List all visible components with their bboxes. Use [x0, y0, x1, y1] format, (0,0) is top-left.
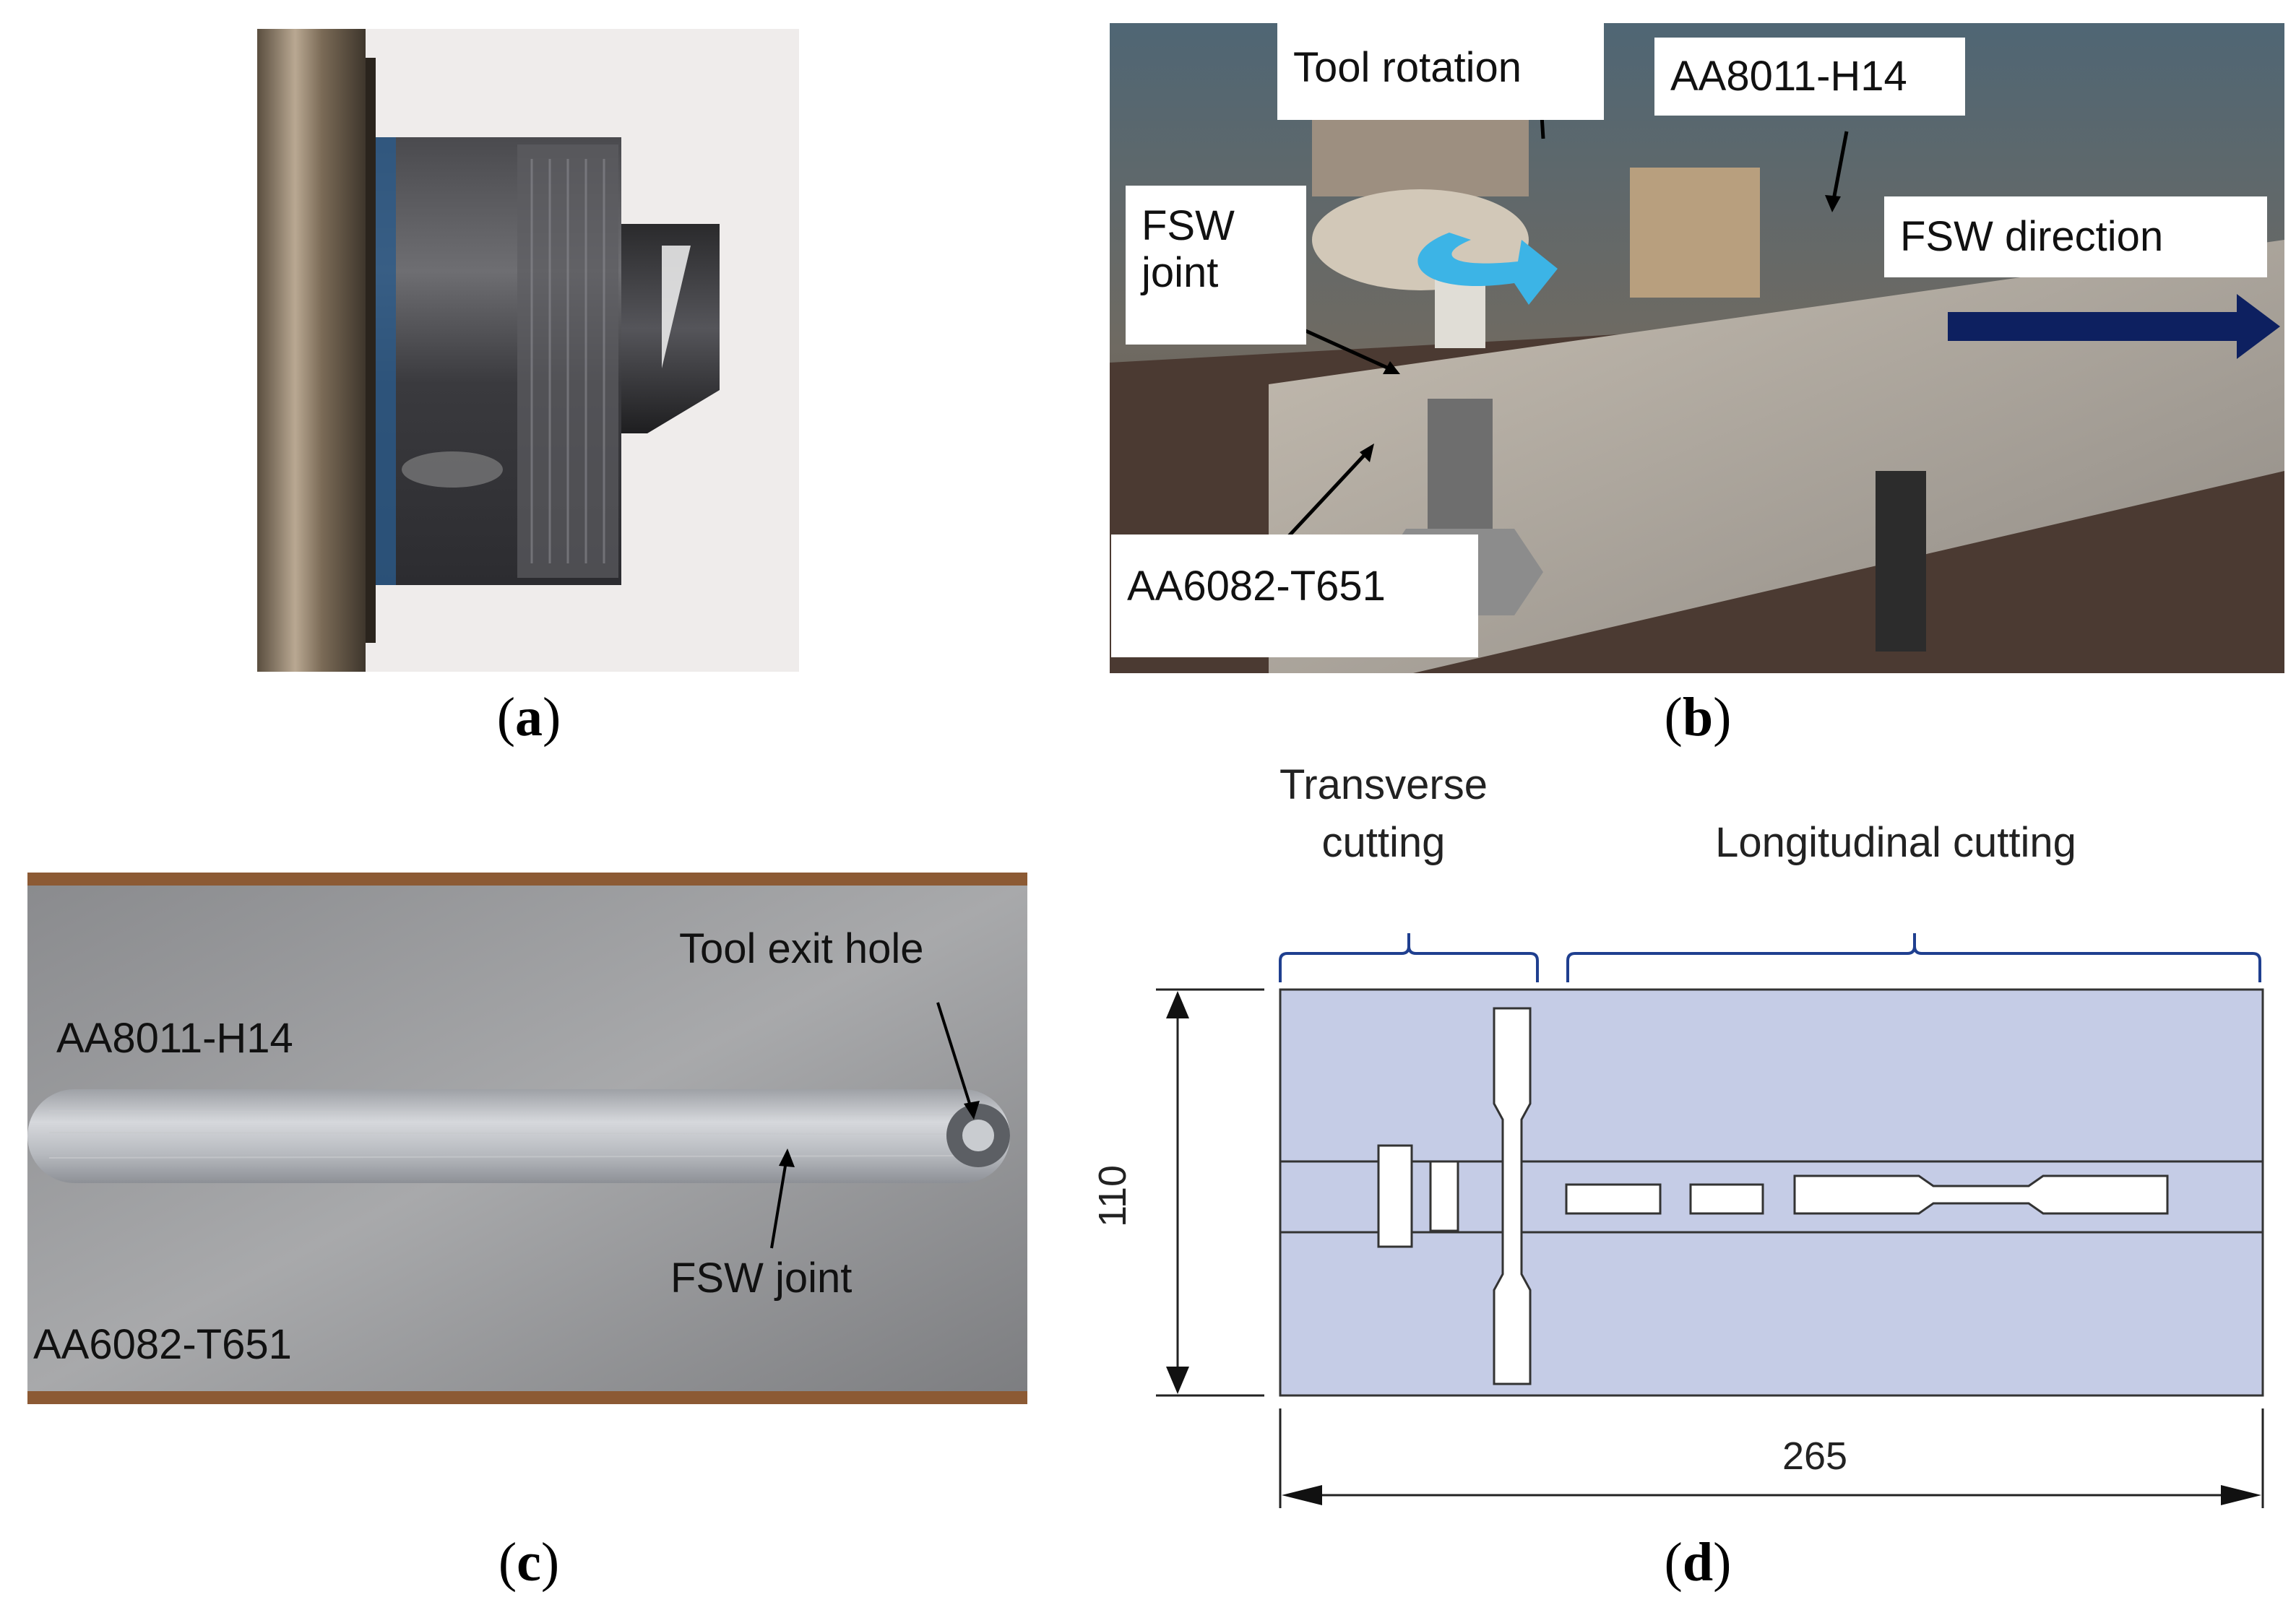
- label-lower-material: AA6082-T651: [1111, 534, 1478, 657]
- longitudinal-bracket: [1566, 933, 2261, 982]
- label-fsw-joint-line1: FSW: [1141, 202, 1235, 249]
- label-fsw-joint-line2: joint: [1141, 248, 1219, 296]
- transverse-specimen-2: [1429, 1160, 1459, 1232]
- rotation-arrow-icon: [1417, 233, 1558, 305]
- longitudinal-tensile-specimen: [1793, 1174, 2169, 1215]
- label-transverse-line1: Transverse: [1279, 761, 1488, 808]
- height-dimension: [1156, 988, 1264, 1397]
- caption-a: (a): [496, 687, 561, 748]
- caption-b: (b): [1664, 687, 1732, 748]
- label-height-110: 110: [1091, 1165, 1134, 1227]
- label-c-lower-material: AA6082-T651: [33, 1321, 292, 1368]
- transverse-bracket: [1279, 933, 1539, 982]
- transverse-tensile-specimen: [1493, 1007, 1532, 1385]
- label-width-265: 265: [1782, 1434, 1847, 1478]
- label-transverse-line2: cutting: [1322, 819, 1446, 866]
- width-dimension: [1279, 1408, 2264, 1508]
- label-c-fsw-joint: FSW joint: [670, 1255, 853, 1302]
- cutting-diagram: Transverse cutting Longitudinal cutting …: [1091, 761, 2264, 1508]
- transverse-specimen-1: [1377, 1144, 1413, 1248]
- label-upper-material: AA8011-H14: [1654, 38, 1965, 116]
- label-tool-exit-hole: Tool exit hole: [679, 925, 924, 972]
- fsw-tool-illustration: [257, 29, 799, 672]
- direction-arrow-icon: [1948, 294, 2280, 359]
- caption-d: (d): [1664, 1532, 1732, 1593]
- welded-plate-illustration: [27, 873, 1027, 1404]
- panel-b-photo: Tool rotation AA8011-H14 FSW joint FSW d…: [1110, 23, 2284, 673]
- panel-c-photo: Tool exit hole AA8011-H14 FSW joint AA60…: [27, 873, 1027, 1404]
- longitudinal-specimen-1: [1565, 1183, 1662, 1215]
- label-longitudinal: Longitudinal cutting: [1715, 819, 2076, 866]
- panel-d-diagram: Transverse cutting Longitudinal cutting …: [1084, 744, 2296, 1510]
- label-c-upper-material: AA8011-H14: [56, 1015, 293, 1062]
- longitudinal-specimen-2: [1689, 1183, 1764, 1215]
- label-fsw-joint: FSW joint: [1126, 186, 1306, 345]
- label-tool-rotation: Tool rotation: [1277, 23, 1604, 120]
- caption-c: (c): [498, 1532, 560, 1593]
- label-fsw-direction: FSW direction: [1884, 196, 2267, 277]
- panel-a-photo: [257, 29, 799, 672]
